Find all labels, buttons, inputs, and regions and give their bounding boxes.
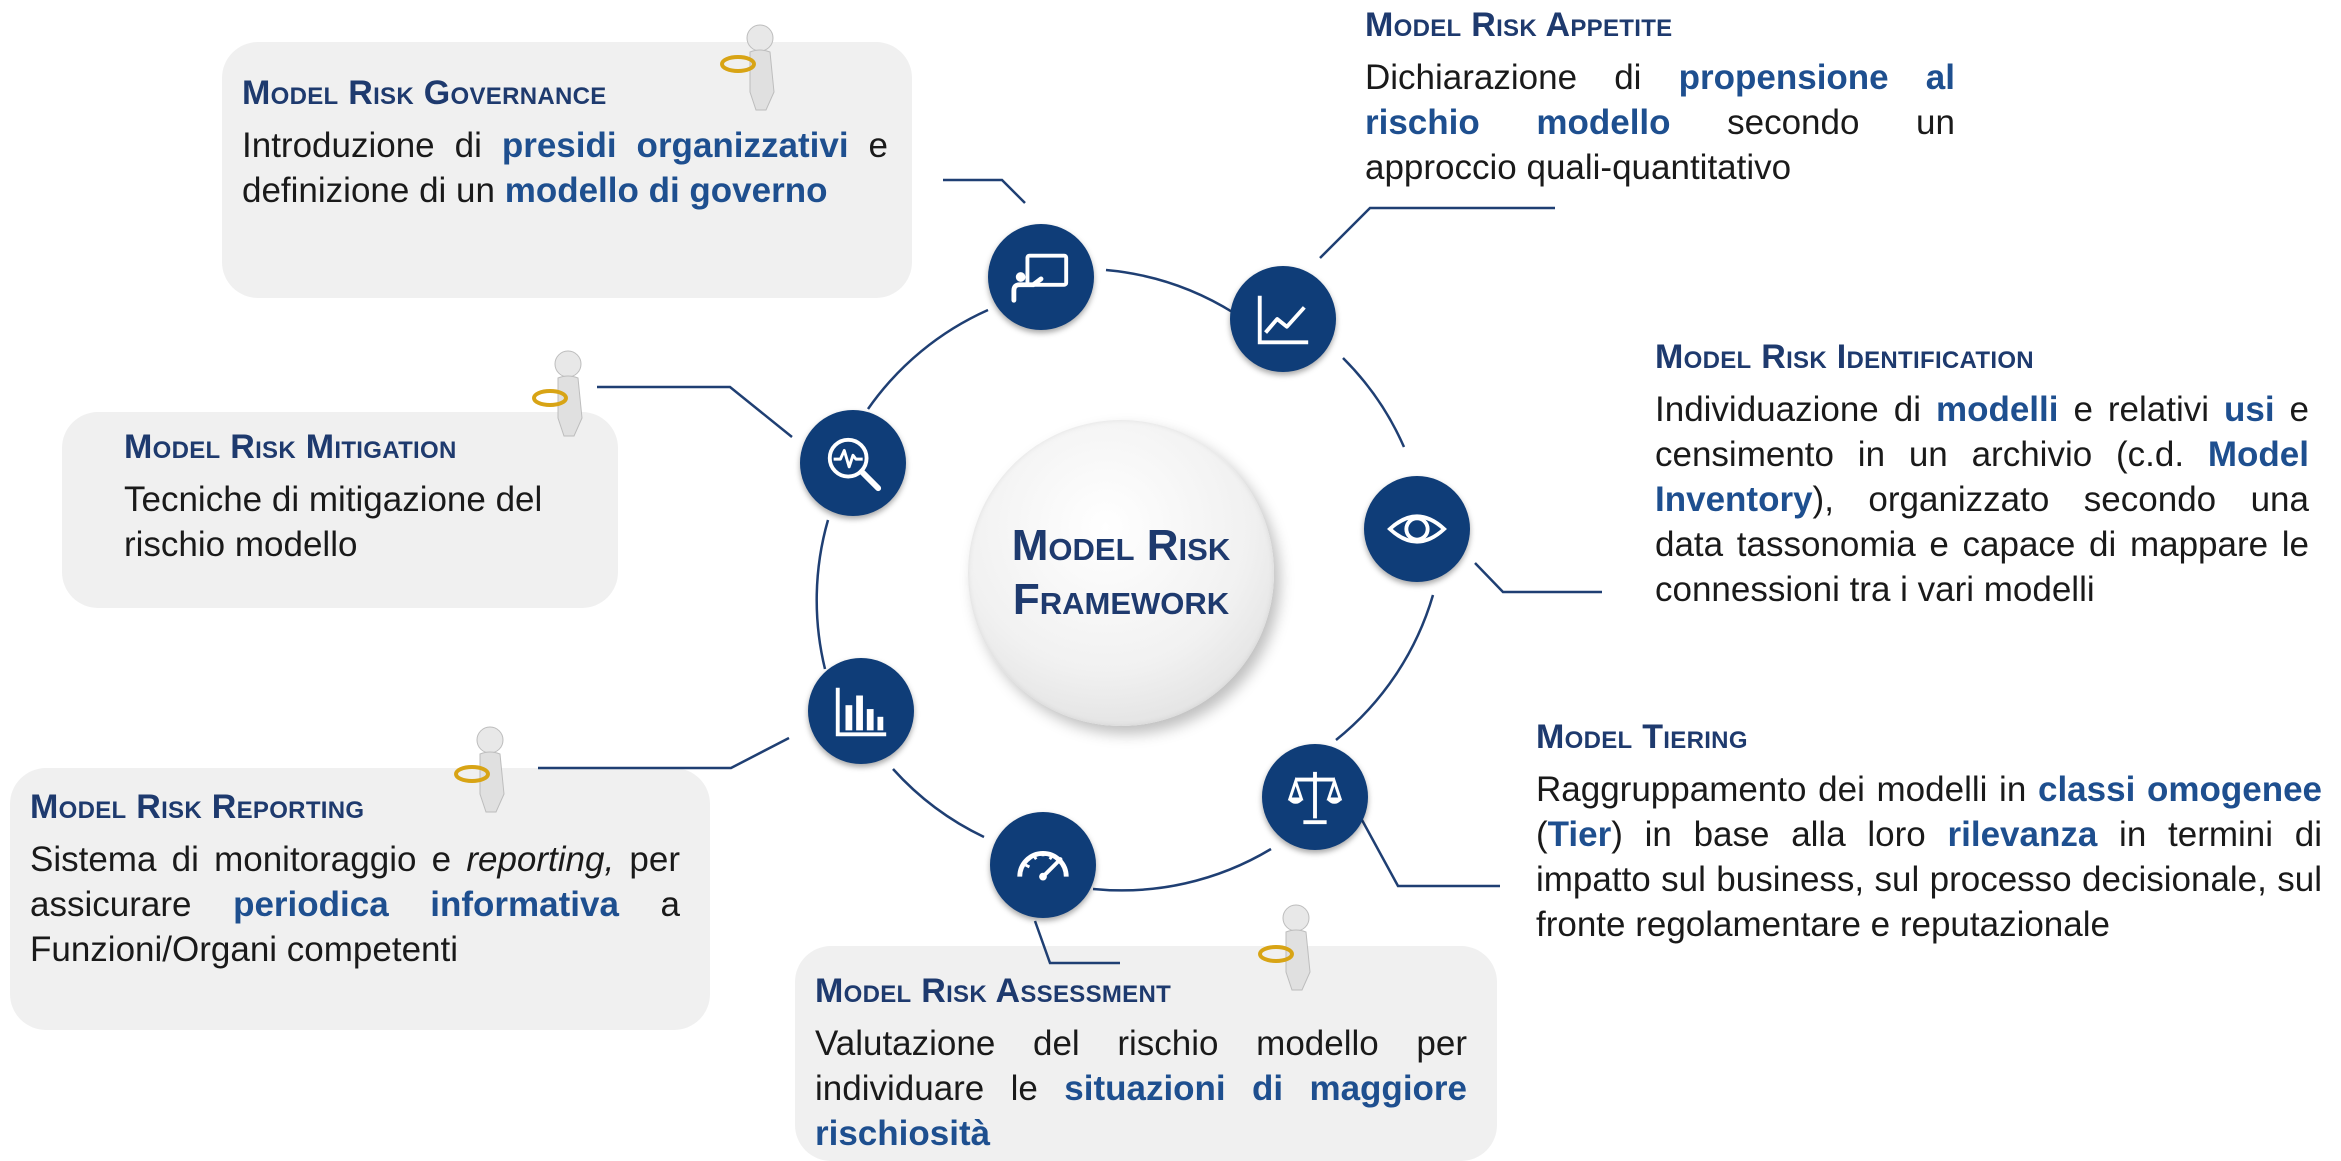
center-framework-circle: Model Risk Framework xyxy=(968,420,1274,726)
center-title-line2: Framework xyxy=(1012,575,1230,624)
identification-block: Model Risk Identification Individuazione… xyxy=(1655,338,2309,612)
tiering-node xyxy=(1262,744,1368,850)
assessment-node xyxy=(990,812,1096,918)
reporting-box xyxy=(10,768,710,1030)
presentation-icon xyxy=(1011,253,1069,303)
assessment-box xyxy=(795,946,1497,1161)
governance-node xyxy=(988,224,1094,330)
governance-title: Model Risk Governance xyxy=(242,74,607,112)
person-magnifier-icon xyxy=(454,726,505,813)
mitigation-block: Model Risk Mitigation Tecniche di mitiga… xyxy=(124,428,584,567)
assessment-description: Valutazione del rischio modello per indi… xyxy=(815,1024,1468,1153)
scales-icon xyxy=(1287,771,1343,825)
tiering-block: Model Tiering Raggruppamento dei modelli… xyxy=(1536,718,2322,947)
reporting-description: Sistema di monitoraggio e reporting, per… xyxy=(30,840,681,969)
tiering-description: Raggruppamento dei modelli in classi omo… xyxy=(1536,770,2322,944)
reporting-block: Model Risk Reporting Sistema di monitora… xyxy=(30,788,680,972)
reporting-title: Model Risk Reporting xyxy=(30,788,365,826)
mitigation-node xyxy=(800,410,906,516)
appetite-description: Dichiarazione di propensione al rischio … xyxy=(1365,58,1955,187)
reporting-node xyxy=(808,658,914,764)
assessment-title: Model Risk Assessment xyxy=(815,972,1172,1010)
person-magnifier-icon xyxy=(1258,904,1311,991)
speedometer-icon xyxy=(1017,851,1069,881)
mitigation-description: Tecniche di mitigazione del rischio mode… xyxy=(124,480,543,564)
person-magnifier-icon xyxy=(720,24,775,111)
identification-description: Individuazione di modelli e relativi usi… xyxy=(1655,390,2309,609)
assessment-block: Model Risk Assessment Valutazione del ri… xyxy=(815,972,1467,1156)
person-magnifier-icon xyxy=(532,350,583,437)
governance-box xyxy=(222,42,912,298)
eye-icon xyxy=(1387,514,1447,544)
mitigation-title: Model Risk Mitigation xyxy=(124,428,457,466)
governance-description: Introduzione di presidi organizzativi e … xyxy=(242,126,888,210)
governance-block: Model Risk Governance Introduzione di pr… xyxy=(242,74,888,213)
magnifier-pulse-icon xyxy=(827,437,882,492)
identification-node xyxy=(1364,476,1470,582)
appetite-block: Model Risk Appetite Dichiarazione di pro… xyxy=(1365,6,1955,190)
mitigation-box xyxy=(62,412,618,608)
tiering-title: Model Tiering xyxy=(1536,718,1748,756)
appetite-title: Model Risk Appetite xyxy=(1365,6,1673,44)
line-chart-icon xyxy=(1257,295,1309,345)
identification-title: Model Risk Identification xyxy=(1655,338,2034,376)
center-title-line1: Model Risk xyxy=(1011,521,1231,570)
appetite-node xyxy=(1230,266,1336,372)
bar-chart-icon xyxy=(835,687,887,737)
